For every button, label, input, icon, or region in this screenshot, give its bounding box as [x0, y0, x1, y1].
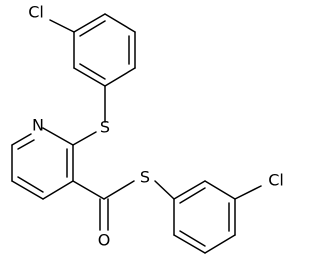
thioester-group [72, 180, 175, 231]
pyridine-bond-4 [11, 180, 44, 200]
top-ring-double-1 [79, 20, 106, 37]
pyridine-to-carbonyl-bond [72, 180, 105, 200]
s-to-right-ring-bond [154, 180, 175, 200]
top-ring-bond-5 [73, 67, 106, 87]
top-ring-bond-2 [104, 13, 136, 33]
pyridine-ring [11, 127, 74, 200]
top-ring-double-3 [79, 63, 106, 80]
right-ring-bond-5 [173, 234, 206, 254]
chemical-structure-diagram: Cl S N S O Cl [11, 2, 284, 254]
top-ring-bond-4 [104, 67, 136, 87]
right-ring-bond-2 [204, 180, 236, 200]
pyridine-double-2 [17, 176, 44, 193]
top-cl-bond [49, 19, 75, 33]
top-chlorine-label: Cl [28, 3, 44, 22]
top-ring-bond-1 [73, 13, 106, 33]
pyridine-bond-1 [42, 127, 74, 146]
s-to-pyridine-bond [72, 131, 97, 146]
right-chlorophenyl-ring [173, 180, 262, 254]
pyridine-bond-3 [42, 180, 74, 200]
right-ring-double-1 [179, 187, 206, 204]
thioester-sulfur-label: S [140, 168, 150, 187]
right-ring-bond-4 [204, 234, 236, 254]
right-cl-bond [234, 185, 262, 200]
thioether-link [72, 131, 97, 146]
pyridine-double-3 [17, 139, 35, 150]
thioether-sulfur-label: S [100, 118, 110, 137]
top-chlorophenyl-ring [49, 13, 136, 123]
right-chlorine-label: Cl [268, 171, 284, 190]
right-ring-bond-1 [173, 180, 206, 200]
pyridine-bond-6 [11, 133, 32, 146]
carbonyl-oxygen-label: O [98, 231, 111, 250]
carbonyl-to-s-bond [103, 180, 135, 200]
pyridine-nitrogen-label: N [32, 116, 44, 135]
right-ring-double-3 [179, 230, 206, 247]
